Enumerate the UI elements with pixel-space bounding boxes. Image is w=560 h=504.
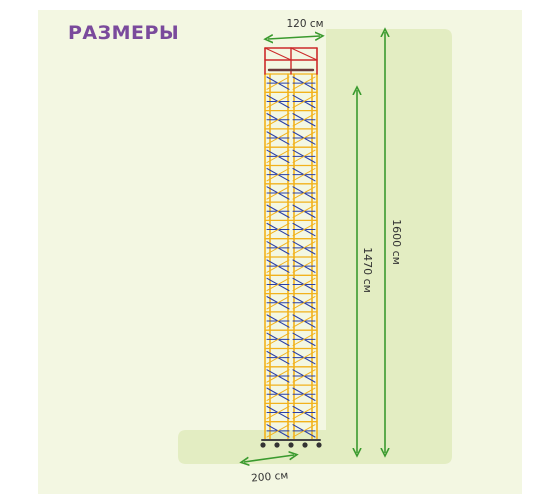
scaffold-diagonal — [292, 94, 316, 109]
scaffold-diagonal — [292, 204, 316, 218]
scaffold-diagonal — [292, 168, 316, 182]
scaffold-diagonal — [266, 241, 290, 255]
wheel-icon — [316, 442, 322, 448]
scaffold-diagonal — [266, 186, 290, 200]
scaffold-diagonal — [292, 351, 316, 365]
scaffold-diagonal — [266, 369, 290, 383]
bottom-width-label: 200 см — [251, 469, 289, 484]
scaffold-diagonal — [266, 332, 290, 346]
wheel-icon — [302, 442, 308, 448]
scaffold-diagonal — [292, 405, 316, 420]
scaffold-diagonal — [266, 259, 290, 273]
scaffold-diagonal — [266, 131, 290, 145]
wheel-icon — [288, 442, 294, 448]
bottom-width-arrow — [244, 455, 294, 462]
scaffold-diagonal — [292, 241, 316, 255]
scaffold-diagonal — [266, 204, 290, 218]
scaffold-diagonal — [266, 149, 290, 163]
scaffold-diagonal — [292, 296, 316, 310]
scaffold-diagonal — [292, 332, 316, 346]
scaffold-diagonal — [266, 113, 290, 127]
wheel-icon — [274, 442, 280, 448]
scaffold-diagonal — [292, 277, 316, 292]
scaffold-diagonal — [292, 76, 316, 90]
top-width-label: 120 см — [286, 18, 323, 30]
scaffold-diagonal — [292, 186, 316, 200]
scaffold-diagonal — [266, 387, 290, 401]
scaffold-diagonal — [292, 113, 316, 127]
scaffold-diagonal — [292, 424, 316, 438]
scaffold-diagonal — [292, 369, 316, 383]
scaffold-diagonal — [266, 405, 290, 420]
scaffold-diagonal — [292, 149, 316, 163]
scaffold-diagonal — [266, 314, 290, 328]
scaffold-diagonal — [266, 168, 290, 182]
page-title: РАЗМЕРЫ — [68, 22, 180, 44]
scaffold-diagonal — [292, 259, 316, 273]
scaffold-diagonal — [266, 222, 290, 237]
scaffold-diagonal — [266, 424, 290, 438]
wheel-icon — [260, 442, 266, 448]
scaffold-diagonal — [266, 76, 290, 90]
scaffold-diagonal — [266, 351, 290, 365]
scaffold-diagonal — [292, 131, 316, 145]
total-height-label: 1600 см — [390, 219, 403, 265]
top-width-arrow — [268, 36, 320, 39]
scaffold-diagonal — [266, 277, 290, 292]
scaffold-diagonal — [292, 387, 316, 401]
scaffold-tower — [260, 47, 322, 448]
platform-height-label: 1470 см — [361, 247, 374, 293]
scaffold-diagonal — [292, 314, 316, 328]
scaffold-diagonal — [266, 296, 290, 310]
guard-rail — [264, 47, 292, 61]
scaffold-diagonal — [292, 222, 316, 237]
scaffold-diagonal — [266, 94, 290, 109]
guard-rail — [290, 47, 318, 61]
